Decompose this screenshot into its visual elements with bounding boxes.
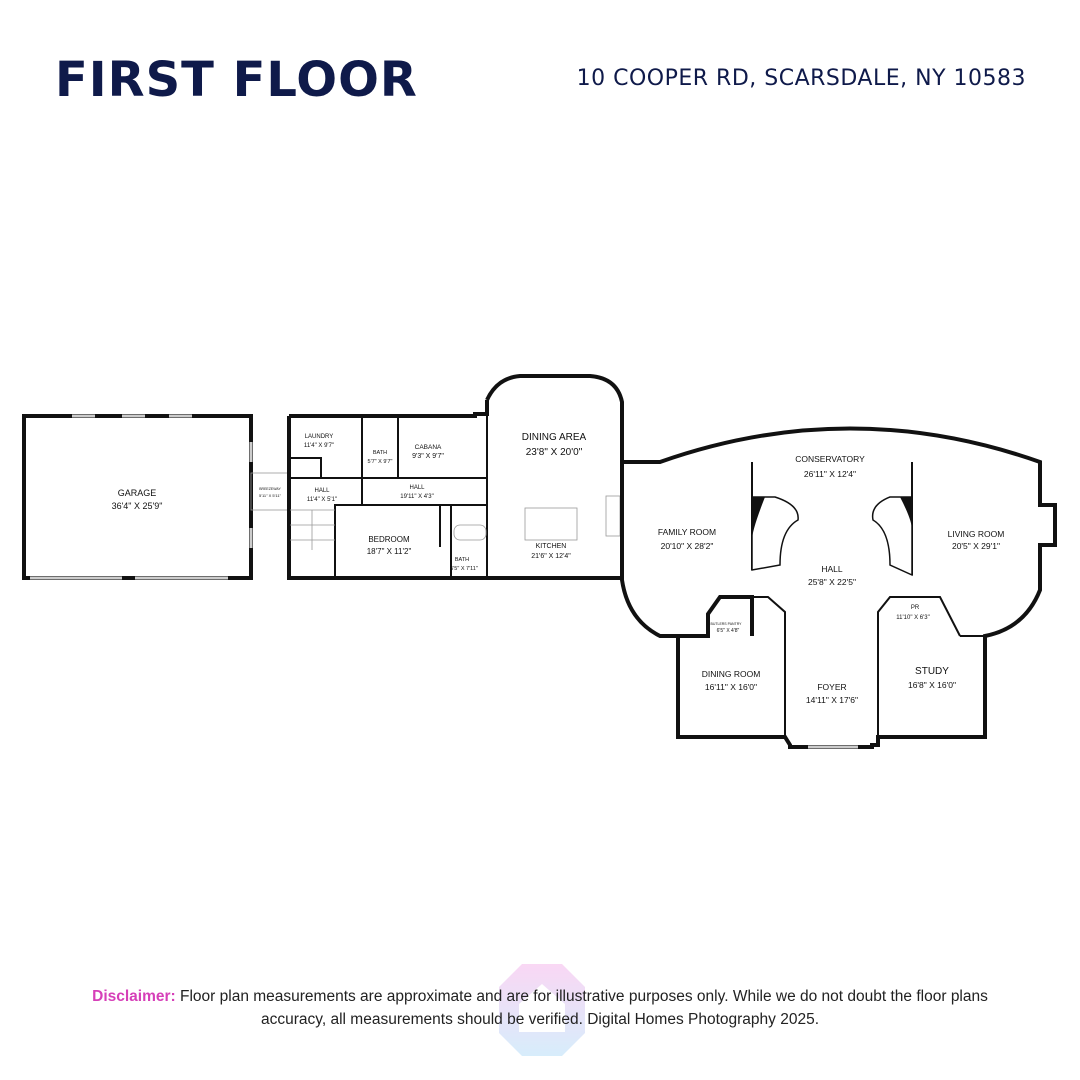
disclaimer-text: Floor plan measurements are approximate …	[175, 988, 988, 1028]
garage-walls	[22, 414, 290, 580]
room-name: STUDY	[915, 666, 949, 677]
room-name: FAMILY ROOM	[658, 527, 716, 537]
main-house-walls	[620, 426, 1057, 749]
room-name: CABANA	[415, 444, 442, 451]
room-size: 19'11" X 4'3"	[400, 494, 433, 500]
room-size: 16'11" X 16'0"	[705, 682, 757, 692]
room-name: BUTLERS PANTRY	[711, 622, 743, 626]
west-wing-walls	[287, 400, 622, 580]
room-name: HALL	[409, 485, 425, 491]
room-size: 5'11" X 5'11"	[259, 493, 282, 498]
room-name: DINING ROOM	[702, 669, 761, 679]
room-name: LIVING ROOM	[948, 529, 1005, 539]
room-size: 5'5" X 7'11"	[450, 566, 478, 572]
room-name: GARAGE	[118, 488, 157, 498]
disclaimer-label: Disclaimer:	[92, 988, 176, 1005]
property-address: 10 COOPER RD, SCARSDALE, NY 10583	[576, 66, 1026, 91]
room-name: BATH	[373, 450, 387, 456]
room-size: 6'5" X 4'8"	[717, 628, 740, 634]
room-name: LAUNDRY	[305, 434, 334, 440]
room-name: PR	[911, 605, 920, 611]
page-title: FIRST FLOOR	[55, 52, 418, 108]
room-size: 23'8" X 20'0"	[526, 447, 583, 458]
room-name: DINING AREA	[522, 432, 587, 443]
room-size: 16'8" X 16'0"	[908, 680, 956, 690]
room-name: HALL	[314, 488, 330, 494]
house-octagon-logo	[499, 964, 585, 1056]
room-size: 21'6" X 12'4"	[531, 553, 571, 560]
room-name: BEDROOM	[368, 535, 410, 544]
room-size: 20'5" X 29'1"	[952, 541, 1000, 551]
room-name: HALL	[821, 564, 843, 574]
room-size: 11'4" X 9'7"	[304, 443, 334, 449]
room-name: KITCHEN	[536, 543, 567, 550]
room-size: 11'10" X 6'3"	[896, 615, 929, 621]
room-name: BREEZEWAY	[259, 487, 281, 491]
room-name: CONSERVATORY	[795, 454, 865, 464]
room-size: 26'11" X 12'4"	[804, 469, 856, 479]
room-size: 11'4" X 5'1"	[307, 497, 337, 503]
room-name: FOYER	[817, 682, 846, 692]
room-size: 18'7" X 11'2"	[367, 547, 412, 556]
room-labels: GARAGE 36'4" X 25'9" BREEZEWAY 5'11" X 5…	[112, 432, 1005, 705]
room-size: 36'4" X 25'9"	[112, 501, 163, 511]
room-size: 9'3" X 9'7"	[412, 453, 444, 460]
room-name: BATH	[455, 557, 469, 563]
room-size: 5'7" X 9'7"	[368, 459, 393, 465]
room-size: 25'8" X 22'5"	[808, 577, 856, 587]
room-size: 14'11" X 17'6"	[806, 695, 858, 705]
room-size: 20'10" X 28'2"	[661, 541, 714, 551]
disclaimer: Disclaimer: Floor plan measurements are …	[60, 985, 1020, 1031]
